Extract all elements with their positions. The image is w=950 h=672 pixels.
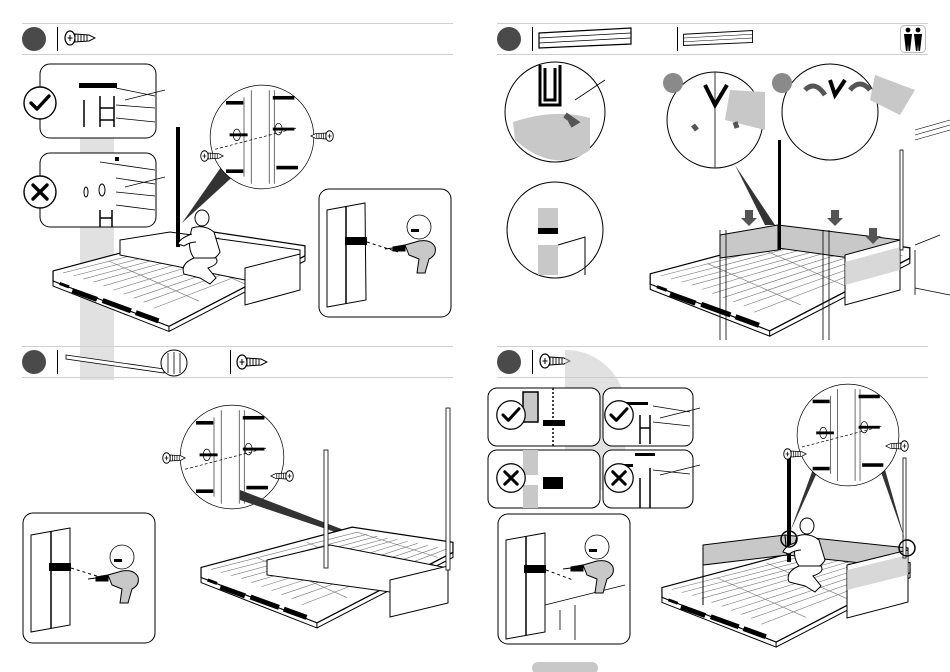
incorrect-cross-icon <box>605 464 633 492</box>
step-a <box>0 0 475 340</box>
correct-check-icon <box>605 401 633 429</box>
corner-post <box>446 408 450 570</box>
correct-check-icon <box>24 87 56 119</box>
incorrect-cross-icon <box>497 464 525 492</box>
down-arrow-icon <box>741 210 757 226</box>
corner-post <box>778 140 781 250</box>
panel-fold-magnifier-2 <box>782 64 915 160</box>
step-d-illustration <box>475 340 950 672</box>
screw-detail-magnifier <box>210 85 314 189</box>
correct-check-icon <box>497 401 525 429</box>
step-b <box>0 340 475 672</box>
indicator-dot <box>663 73 683 93</box>
panel-slot-magnifier <box>505 62 605 162</box>
step-d <box>475 340 950 672</box>
step-a-illustration <box>0 0 475 340</box>
indicator-dot <box>772 73 792 93</box>
incorrect-cross-icon <box>24 176 56 208</box>
corner-post <box>176 127 180 247</box>
screw-detail-magnifier <box>180 405 284 509</box>
step-c <box>475 0 950 340</box>
page-tab <box>532 662 598 672</box>
screw-detail-magnifier <box>797 384 899 486</box>
correct-detail-box <box>40 64 156 138</box>
incorrect-detail-box <box>40 153 156 227</box>
corner-post <box>903 458 906 558</box>
center-post <box>324 450 328 568</box>
corner-post <box>900 150 903 250</box>
left-page <box>0 0 475 672</box>
right-page <box>475 0 950 672</box>
down-arrow-icon <box>827 210 843 226</box>
motion-lines <box>915 120 950 140</box>
magnifier-pointer <box>735 165 775 225</box>
step-b-illustration <box>0 340 475 672</box>
panel-joint-magnifier <box>507 182 603 278</box>
step-c-illustration <box>475 0 950 340</box>
